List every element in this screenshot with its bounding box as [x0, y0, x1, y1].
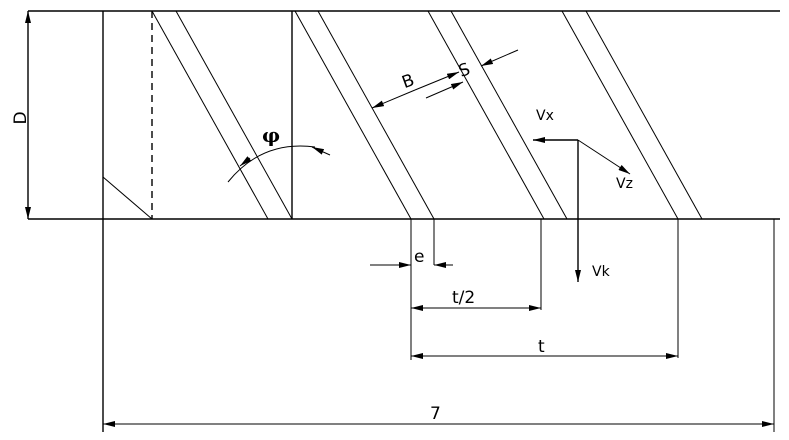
half-pitch-label: t/2 [452, 288, 475, 308]
corner-chamfer-line [102, 176, 153, 220]
total-length-dimension: 7 [103, 404, 774, 427]
offset-dimension: e [370, 219, 453, 360]
half-pitch-dimension: t/2 [411, 219, 542, 311]
pitch-dimension: t [411, 219, 679, 359]
total-length-label: 7 [430, 404, 441, 424]
vz-label: Vz [616, 176, 633, 192]
width-label: B [399, 70, 417, 93]
angle-dimension: φ [227, 123, 331, 183]
offset-label: e [414, 247, 424, 267]
pitch-label: t [538, 337, 545, 357]
angle-label: φ [262, 123, 280, 147]
gap-label: S [456, 59, 473, 81]
vk-label: Vk [592, 264, 611, 280]
blade-2 [294, 10, 435, 220]
vz-arrow [577, 139, 631, 175]
blade-3 [427, 10, 568, 220]
diameter-dimension: D [11, 11, 31, 219]
vx-label: Vx [536, 108, 554, 124]
blade-4 [561, 10, 703, 220]
velocity-vectors: Vx Vz Vk [533, 108, 633, 282]
blade-1 [151, 10, 293, 220]
diameter-label: D [11, 111, 31, 124]
